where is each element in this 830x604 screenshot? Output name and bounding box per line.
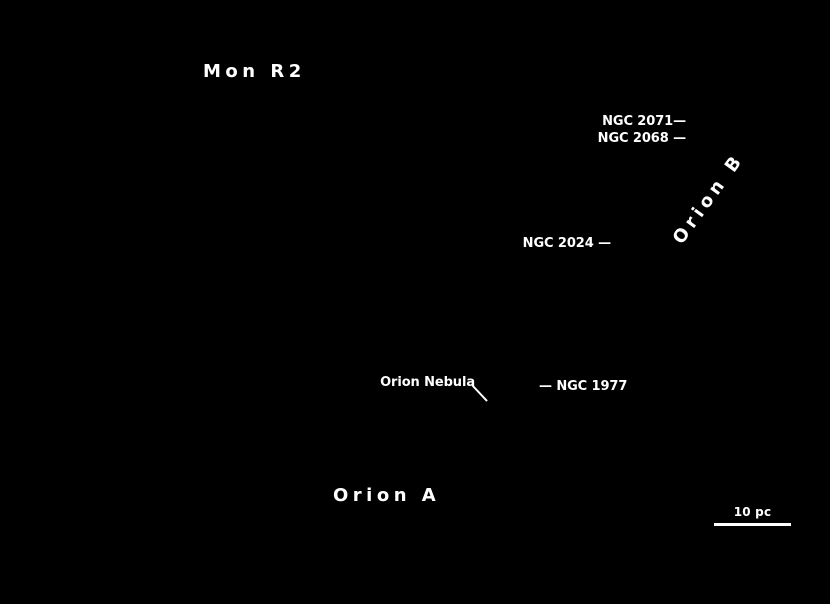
object-label-orion-nebula: Orion Nebula (380, 375, 475, 390)
region-label-mon-r2: Mon R2 (203, 61, 306, 82)
object-label-ngc-2068: NGC 2068 — (597, 131, 686, 146)
orion-nebula-pointer-line (471, 384, 488, 402)
object-label-ngc-1977: — NGC 1977 (539, 379, 628, 394)
region-label-orion-a: Orion A (333, 485, 441, 506)
object-label-ngc-2024: NGC 2024 — (522, 236, 611, 251)
object-label-ngc-2071: NGC 2071— (602, 114, 686, 129)
scale-bar-rule (714, 523, 791, 526)
scale-bar-label: 10 pc (733, 505, 772, 519)
region-label-orion-b: Orion B (668, 149, 749, 249)
